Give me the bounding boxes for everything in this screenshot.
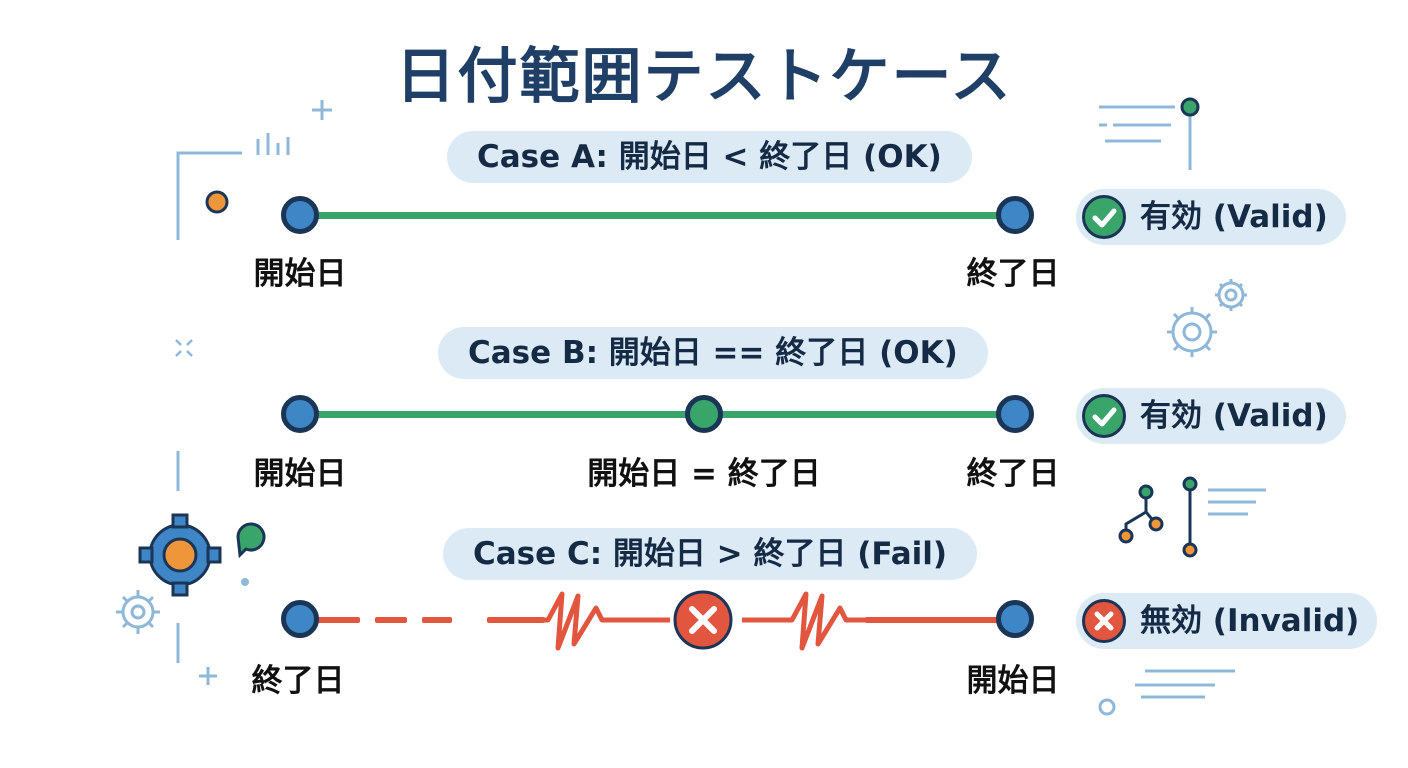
case-b-start-node: [281, 395, 319, 433]
case-c-zigzag-break: [540, 591, 670, 651]
case-b-status-text: 有効 (Valid): [1140, 398, 1328, 434]
check-icon: [1082, 195, 1126, 239]
case-a-right-label: 終了日: [966, 256, 1060, 292]
plus-icon: [312, 100, 332, 120]
case-a-label: Case A: 開始日 < 終了日 (OK): [447, 131, 972, 183]
case-a-status-text: 有効 (Valid): [1140, 199, 1328, 235]
case-b-equal-node: [685, 395, 723, 433]
case-b-right-label: 終了日: [966, 456, 1060, 492]
cross-icon: [673, 590, 733, 650]
case-c-zigzag-break: [742, 591, 872, 651]
case-c-broken-line-segment: [487, 617, 545, 623]
case-b-range-line: [300, 411, 1015, 418]
case-a-start-node: [281, 196, 319, 234]
case-c-broken-line-segment: [422, 617, 452, 623]
case-b-status-badge: 有効 (Valid): [1076, 388, 1346, 444]
case-c-broken-line-segment: [375, 617, 407, 623]
case-c-right-label: 開始日: [966, 663, 1060, 699]
case-c-left-label: 終了日: [251, 663, 345, 699]
text-lines-node-decoration: [1099, 97, 1200, 170]
case-b-label: Case B: 開始日 == 終了日 (OK): [438, 327, 988, 379]
case-c-label: Case C: 開始日 > 終了日 (Fail): [443, 528, 978, 580]
check-icon: [1082, 394, 1126, 438]
case-a-range-line: [300, 212, 1015, 219]
case-c-status-badge: 無効 (Invalid): [1076, 593, 1378, 649]
case-b-end-node: [996, 395, 1034, 433]
text-lines-decoration: [1098, 669, 1235, 716]
case-a-status-badge: 有効 (Valid): [1076, 189, 1346, 245]
case-b-middle-label: 開始日 = 終了日: [587, 456, 821, 492]
case-c-start-node: [281, 600, 319, 638]
gear-icon: [1167, 279, 1247, 357]
case-b-left-label: 開始日: [253, 456, 347, 492]
page-title: 日付範囲テストケース: [395, 42, 1013, 112]
case-c-broken-line-segment: [865, 617, 1000, 623]
gear-chat-decoration: [116, 451, 266, 685]
case-c-status-text: 無効 (Invalid): [1140, 603, 1360, 639]
case-a-end-node: [996, 196, 1034, 234]
sparkle-icon: [175, 339, 193, 357]
cross-icon: [1082, 599, 1126, 643]
branch-decoration: [1118, 476, 1266, 558]
corner-bracket-decoration: [176, 133, 290, 240]
case-c-end-node: [996, 600, 1034, 638]
case-a-left-label: 開始日: [253, 256, 347, 292]
case-c-broken-line-segment: [300, 617, 360, 623]
